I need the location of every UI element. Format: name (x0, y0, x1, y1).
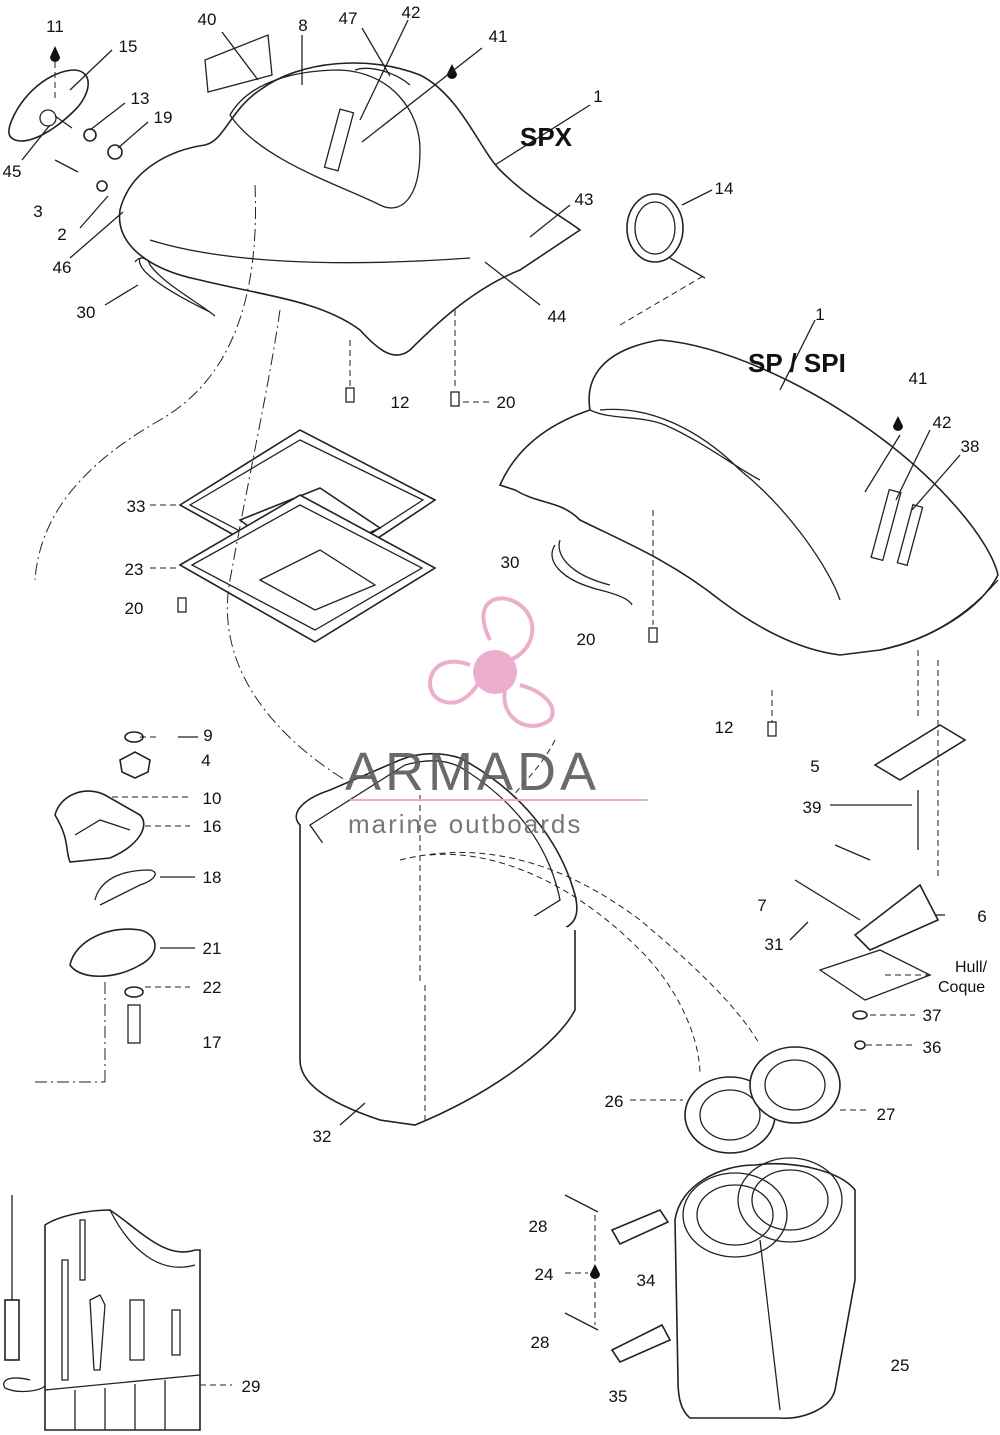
part-number-label: 12 (391, 393, 410, 412)
part-number-label: 4 (201, 751, 210, 770)
part-number-label: 30 (501, 553, 520, 572)
model-label-spx: SPX (520, 122, 573, 152)
spx-seat-drawing (118, 34, 582, 356)
part-number-label: 41 (489, 27, 508, 46)
leader-lines (21, 19, 961, 1126)
part-number-label: 40 (198, 10, 217, 29)
part-number-label: 7 (757, 896, 766, 915)
bezel-gaskets-drawing (630, 1046, 870, 1154)
sp-spi-screws-drawing (648, 510, 777, 737)
sp-spi-seat-drawing (498, 339, 999, 656)
latch-assembly-drawing (35, 731, 190, 1083)
part-number-label: 28 (529, 1217, 548, 1236)
part-number-label: 21 (203, 939, 222, 958)
part-number-label: 45 (3, 162, 22, 181)
part-number-label: 20 (577, 630, 596, 649)
console-housing-drawing (674, 1157, 856, 1420)
part-number-label: 18 (203, 868, 222, 887)
watermark-subtitle: marine outboards (348, 809, 582, 839)
hinge-assembly-drawing (794, 650, 967, 1050)
part-number-label: 9 (203, 726, 212, 745)
part-number-label: 6 (977, 907, 986, 926)
part-number-label: 1 (593, 87, 602, 106)
part-number-label: 5 (810, 757, 819, 776)
part-number-label: 28 (531, 1333, 550, 1352)
part-number-label: 39 (803, 798, 822, 817)
part-number-label: 30 (77, 303, 96, 322)
part-number-label: 42 (402, 3, 421, 22)
part-number-label: 13 (131, 89, 150, 108)
hull-label-fr: Coque (938, 979, 985, 996)
part-number-label: 17 (203, 1033, 222, 1052)
part-number-label: 16 (203, 817, 222, 836)
lube-drop-icon (50, 46, 60, 62)
lube-drop-icon (590, 1264, 600, 1279)
propeller-hub (473, 650, 517, 694)
part-number-label: 38 (961, 437, 980, 456)
part-number-label: 24 (535, 1265, 554, 1284)
part-number-label: 44 (548, 307, 567, 326)
part-number-label: 41 (909, 369, 928, 388)
part-number-label: 36 (923, 1038, 942, 1057)
spx-latch-hardware-drawing (8, 46, 123, 192)
part-number-label: 25 (891, 1356, 910, 1375)
watermark-title: ARMADA (345, 742, 600, 802)
part-number-label: 33 (127, 497, 146, 516)
part-number-label: 14 (715, 179, 734, 198)
storage-bin-drawing (295, 752, 578, 1126)
lube-drop-icon (893, 416, 903, 431)
spx-screws-drawing (345, 310, 490, 407)
part-number-label: 43 (575, 190, 594, 209)
part-number-label: 20 (497, 393, 516, 412)
part-number-label: 10 (203, 789, 222, 808)
part-number-label: 1 (815, 305, 824, 324)
part-number-label: 42 (933, 413, 952, 432)
part-number-label: 32 (313, 1127, 332, 1146)
part-number-label: 46 (53, 258, 72, 277)
propeller-blade (481, 596, 535, 662)
part-number-label: 12 (715, 718, 734, 737)
part-number-label: 19 (154, 108, 173, 127)
model-label-sp-spi: SP / SPI (748, 348, 846, 378)
part-number-label: 29 (242, 1377, 261, 1396)
part-number-label: 35 (609, 1387, 628, 1406)
storage-gasket-drawing (150, 429, 437, 643)
part-number-label: 22 (203, 978, 222, 997)
part-number-label: 37 (923, 1006, 942, 1025)
part-number-label: 11 (46, 17, 64, 36)
part-number-label: 2 (57, 225, 66, 244)
part-number-label: 20 (125, 599, 144, 618)
gasket-ring-drawing (626, 193, 706, 279)
part-number-label: 34 (637, 1271, 656, 1290)
clips-drawing (564, 1194, 672, 1364)
tool-kit-drawing (3, 1195, 232, 1431)
part-number-label: 23 (125, 560, 144, 579)
propeller-blade (428, 659, 482, 705)
part-number-label: 47 (339, 9, 358, 28)
hull-label-en: Hull/ (955, 959, 988, 976)
part-number-label: 27 (877, 1105, 896, 1124)
part-number-label: 8 (298, 16, 307, 35)
guide-lines (34, 184, 761, 1076)
part-number-label: 26 (605, 1092, 624, 1111)
part-number-label: 3 (33, 202, 42, 221)
part-number-label: 31 (765, 935, 784, 954)
part-number-label: 15 (119, 37, 138, 56)
armada-logo: ARMADA marine outboards (345, 596, 648, 839)
propeller-blade (502, 683, 555, 728)
